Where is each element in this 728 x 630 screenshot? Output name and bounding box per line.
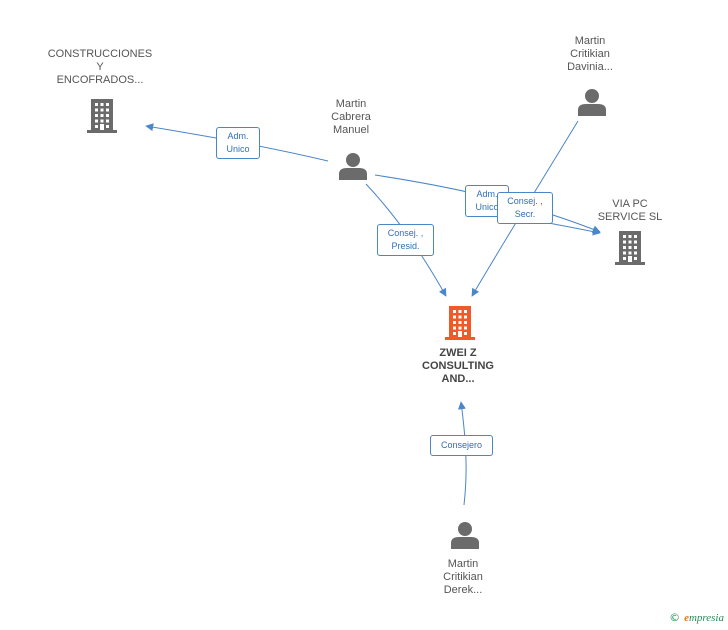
node-label-line: CONSTRUCCIONES <box>47 48 153 60</box>
node-martin_davinia-person-icon[interactable] <box>578 89 606 116</box>
node-label-line: Martin <box>574 35 606 47</box>
node-label-line: CONSULTING <box>422 360 494 372</box>
node-construcciones-building-icon[interactable] <box>87 99 117 133</box>
node-label-line: Critikian <box>443 571 483 583</box>
node-label-zwei[interactable]: ZWEI Z CONSULTING AND... <box>413 347 503 386</box>
node-label-line: Martin <box>447 558 479 570</box>
node-label-line: Critikian <box>570 48 610 60</box>
brand-name: mpresia <box>688 612 724 624</box>
node-label-line: Cabrera <box>331 111 371 123</box>
node-label-martin-davinia[interactable]: Martin Critikian Davinia... <box>545 35 635 74</box>
node-martin_derek-person-icon[interactable] <box>451 522 479 549</box>
node-label-line: VIA PC <box>612 198 648 210</box>
node-label-line: Davinia... <box>567 61 613 73</box>
brand-initial: e <box>684 612 689 624</box>
node-martin_cabrera-person-icon[interactable] <box>339 153 367 180</box>
empresia-credit[interactable]: ©empresia <box>669 611 724 624</box>
node-label-martin-cabrera[interactable]: Martin Cabrera Manuel <box>306 98 396 137</box>
edge-label-consej-secr[interactable]: Consej. , Secr. <box>497 192 553 224</box>
copyright-icon: © <box>669 611 681 624</box>
node-via_pc-building-icon[interactable] <box>615 231 645 265</box>
edge-label-line: Secr. <box>514 209 536 219</box>
node-label-line: ZWEI Z <box>439 347 477 359</box>
node-label-line: Derek... <box>443 584 483 596</box>
edge-label-adm-unico-construcciones[interactable]: Adm. Unico <box>216 127 260 159</box>
node-label-line: Y <box>96 61 104 73</box>
edge-label-line: Unico <box>475 202 499 212</box>
edge-label-line: Adm. <box>227 131 249 141</box>
node-label-martin-derek[interactable]: Martin Critikian Derek... <box>418 558 508 597</box>
edge-label-consej-presid[interactable]: Consej. , Presid. <box>377 224 434 256</box>
node-zwei-building-icon[interactable] <box>445 306 475 340</box>
node-label-line: SERVICE SL <box>597 211 663 223</box>
edge-label-line: Consejero <box>440 440 483 450</box>
edge-label-line: Consej. , <box>387 228 424 238</box>
node-label-construcciones[interactable]: CONSTRUCCIONES Y ENCOFRADOS... <box>40 48 160 87</box>
node-label-via-pc[interactable]: VIA PC SERVICE SL <box>585 198 675 224</box>
node-label-line: AND... <box>441 373 475 385</box>
edge-label-consejero[interactable]: Consejero <box>430 435 493 456</box>
node-label-line: ENCOFRADOS... <box>56 74 144 86</box>
edge-label-line: Presid. <box>391 241 420 251</box>
node-label-line: Manuel <box>332 124 370 136</box>
edge-label-line: Adm. <box>476 189 498 199</box>
edge-label-line: Consej. , <box>507 196 543 206</box>
node-label-line: Martin <box>335 98 367 110</box>
edge-label-line: Unico <box>226 144 250 154</box>
